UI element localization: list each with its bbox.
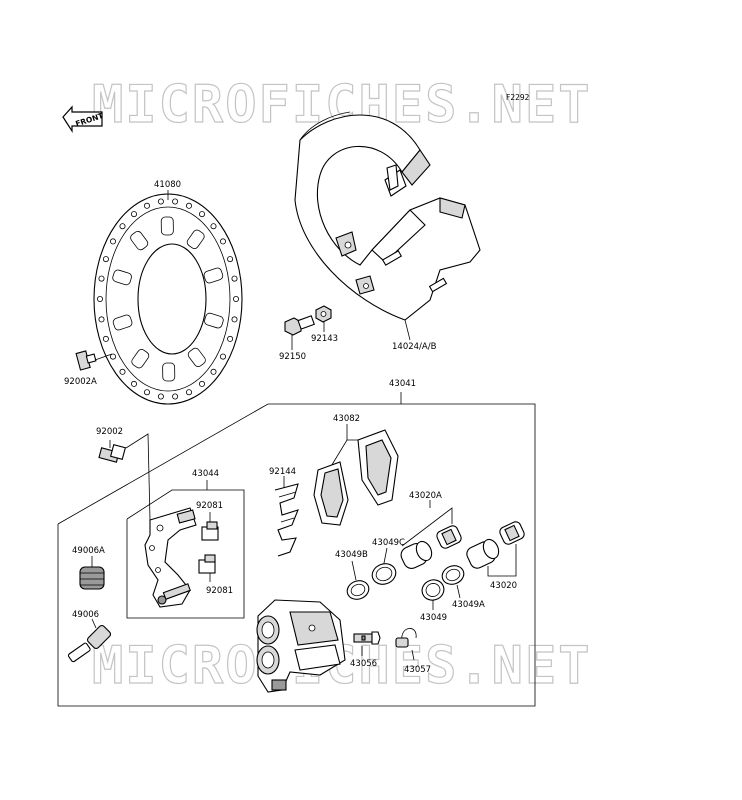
- disc-drill-hole: [210, 368, 217, 375]
- disc-drill-hole: [219, 238, 226, 245]
- disc-drill-hole: [231, 316, 238, 323]
- label-92002A: 92002A: [64, 377, 97, 387]
- disc-drill-hole: [198, 380, 205, 387]
- disc-drill-hole: [227, 335, 234, 342]
- bracket-pin-top: [201, 521, 219, 541]
- disc-window: [186, 229, 205, 249]
- label-43020: 43020: [490, 581, 517, 591]
- disc-holes: [97, 198, 239, 400]
- bleeder-cap: [395, 628, 417, 648]
- label-14024AB: 14024/A/B: [392, 342, 437, 352]
- seal-43049c: [371, 563, 397, 585]
- disc-drill-hole: [98, 316, 105, 323]
- caliper-bolt: [98, 443, 127, 463]
- disc-window: [130, 230, 149, 251]
- disc-drill-hole: [172, 393, 179, 400]
- disc-bolt: [75, 350, 97, 371]
- disc-drill-hole: [232, 295, 239, 302]
- figure-code: F2292: [506, 93, 530, 102]
- piston-a: [400, 540, 433, 569]
- caliper-bracket: [144, 507, 197, 608]
- label-43049B: 43049B: [335, 550, 368, 560]
- label-43056: 43056: [350, 659, 377, 669]
- piston-insert: [499, 521, 525, 545]
- brake-pad-outer: [313, 461, 349, 526]
- label-43049C: 43049C: [372, 538, 405, 548]
- disc-window: [131, 349, 150, 369]
- disc-window: [203, 267, 224, 284]
- label-92144: 92144: [269, 467, 296, 477]
- label-43082: 43082: [333, 414, 360, 424]
- disc-drill-hole: [97, 295, 104, 302]
- disc-drill-hole: [198, 211, 205, 218]
- label-43049A: 43049A: [452, 600, 485, 610]
- brake-pad-inner: [357, 429, 399, 506]
- label-92143: 92143: [311, 334, 338, 344]
- bleeder-valve: [353, 631, 381, 645]
- boot-49006: [67, 624, 112, 663]
- disc-drill-hole: [119, 223, 126, 230]
- disc-drill-hole: [143, 202, 150, 209]
- disc-drill-hole: [102, 256, 109, 263]
- disc-window: [112, 314, 133, 331]
- disc-window: [112, 269, 132, 286]
- disc-window: [160, 216, 174, 236]
- label-92002: 92002: [96, 427, 123, 437]
- disc-drill-hole: [130, 211, 137, 218]
- disc-drill-hole: [143, 389, 150, 396]
- disc-drill-hole: [185, 389, 192, 396]
- disc-drill-hole: [157, 393, 164, 400]
- disc-window: [204, 312, 224, 329]
- bracket-frame: [126, 489, 245, 619]
- disc-drill-hole: [231, 275, 238, 282]
- guard-nut: [315, 305, 332, 323]
- label-92081-top: 92081: [196, 501, 223, 511]
- disc-drill-hole: [185, 202, 192, 209]
- disc-drill-hole: [110, 353, 117, 360]
- boot-49006a: [79, 566, 105, 590]
- label-43057: 43057: [404, 665, 431, 675]
- disc-drill-hole: [210, 223, 217, 230]
- disc-window: [187, 347, 206, 368]
- disc-drill-hole: [110, 238, 117, 245]
- disc-drill-hole: [172, 198, 179, 205]
- seal-43049: [421, 579, 445, 601]
- brake-disc: [93, 193, 243, 405]
- disc-drill-hole: [130, 380, 137, 387]
- disc-drill-hole: [119, 368, 126, 375]
- disc-window: [162, 362, 176, 382]
- disc-guard: [294, 111, 481, 321]
- disc-drill-hole: [98, 275, 105, 282]
- label-43020A: 43020A: [409, 491, 442, 501]
- label-49006: 49006: [72, 610, 99, 620]
- seal-43049a: [441, 565, 465, 585]
- front-arrow-icon: FRONT: [62, 105, 105, 134]
- label-92150: 92150: [279, 352, 306, 362]
- caliper-assembly-frame: [57, 403, 536, 707]
- label-43041: 43041: [389, 379, 416, 389]
- disc-drill-hole: [102, 335, 109, 342]
- label-41080: 41080: [154, 180, 181, 190]
- pad-spring: [274, 483, 299, 557]
- label-43049: 43049: [420, 613, 447, 623]
- label-49006A: 49006A: [72, 546, 105, 556]
- seal-43049b: [346, 580, 370, 600]
- label-43044: 43044: [192, 469, 219, 479]
- disc-drill-hole: [227, 256, 234, 263]
- label-92081-bottom: 92081: [206, 586, 233, 596]
- disc-windows: [112, 216, 224, 382]
- disc-drill-hole: [157, 198, 164, 205]
- disc-drill-hole: [219, 353, 226, 360]
- guard-bolt: [284, 315, 315, 336]
- piston: [466, 538, 500, 569]
- caliper-body: [256, 599, 346, 693]
- bracket-pin-bottom: [198, 554, 216, 574]
- piston-a-insert: [436, 525, 462, 549]
